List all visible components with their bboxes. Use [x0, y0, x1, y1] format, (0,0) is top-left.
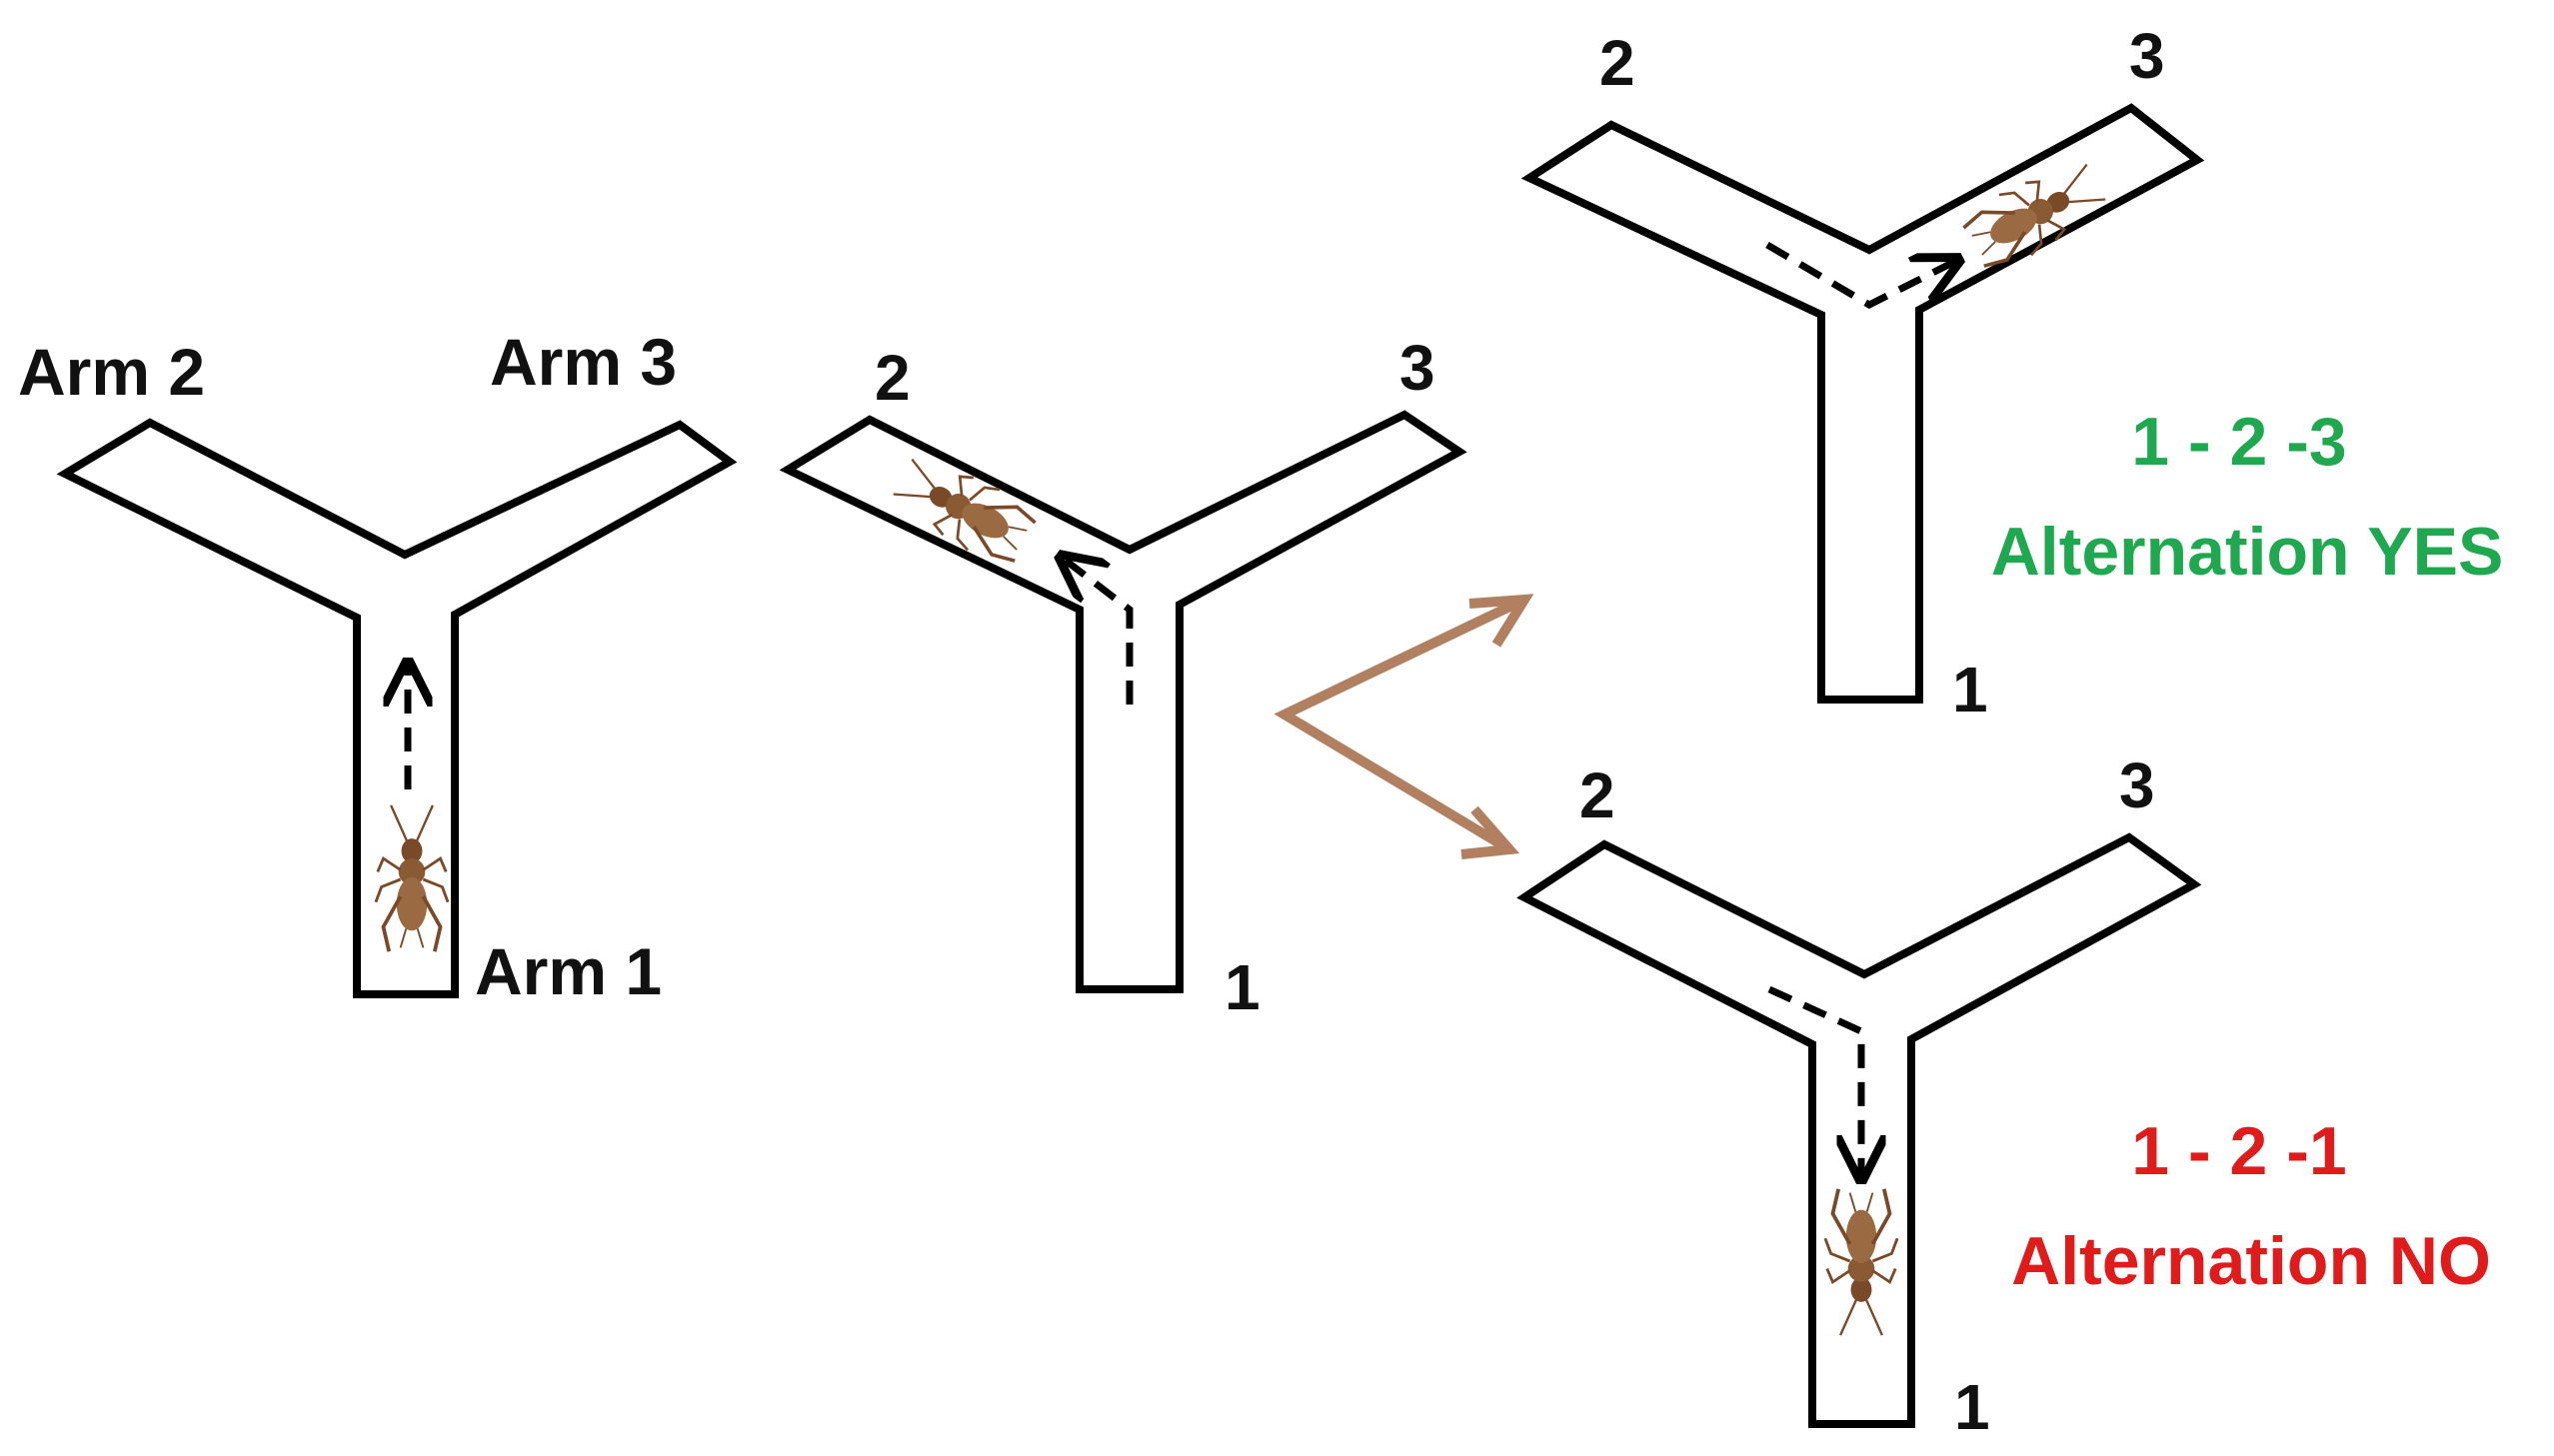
- sequence-label: 1 - 2 -1: [2131, 1113, 2346, 1189]
- y-maze-outline: [1516, 832, 2202, 1428]
- arm-3-label: Arm 3: [490, 325, 677, 399]
- maze-second-entry: 2 3 1: [779, 332, 1467, 1023]
- y-maze-outline: [1520, 103, 2205, 704]
- dashed-arrow-icon: [1765, 241, 1954, 309]
- branch-arrow-icon: [1274, 594, 1534, 859]
- arm-3-label: 3: [2119, 749, 2155, 821]
- arm-1-label: 1: [1954, 1371, 1990, 1443]
- result-label: Alternation YES: [1991, 514, 2504, 590]
- arm-3-label: 3: [2129, 20, 2165, 92]
- dashed-arrow-icon: [1065, 560, 1134, 705]
- arm-1-label: Arm 1: [475, 934, 662, 1008]
- cricket-icon: [373, 803, 451, 954]
- arm-1-label: 1: [1952, 654, 1988, 726]
- dashed-arrow-icon: [1767, 985, 1861, 1174]
- arm-3-label: 3: [1399, 332, 1435, 404]
- arm-2-label: 2: [1579, 759, 1615, 831]
- maze-alternation-yes: 2 3 1 1 - 2 -3 Alternation YES: [1520, 20, 2504, 726]
- sequence-label: 1 - 2 -3: [2131, 404, 2346, 480]
- result-label: Alternation NO: [2011, 1223, 2491, 1299]
- maze-start: Arm 2 Arm 3 Arm 1: [18, 325, 738, 1008]
- maze-alternation-no: 2 3 1 1 - 2 -1 Alternation NO: [1516, 749, 2491, 1443]
- y-maze-outline: [56, 418, 738, 998]
- arm-1-label: 1: [1225, 951, 1261, 1023]
- arm-2-label: Arm 2: [18, 335, 205, 409]
- y-maze-outline: [779, 410, 1467, 993]
- cricket-icon: [1823, 1186, 1899, 1337]
- arm-2-label: 2: [875, 342, 911, 414]
- arm-2-label: 2: [1599, 27, 1635, 99]
